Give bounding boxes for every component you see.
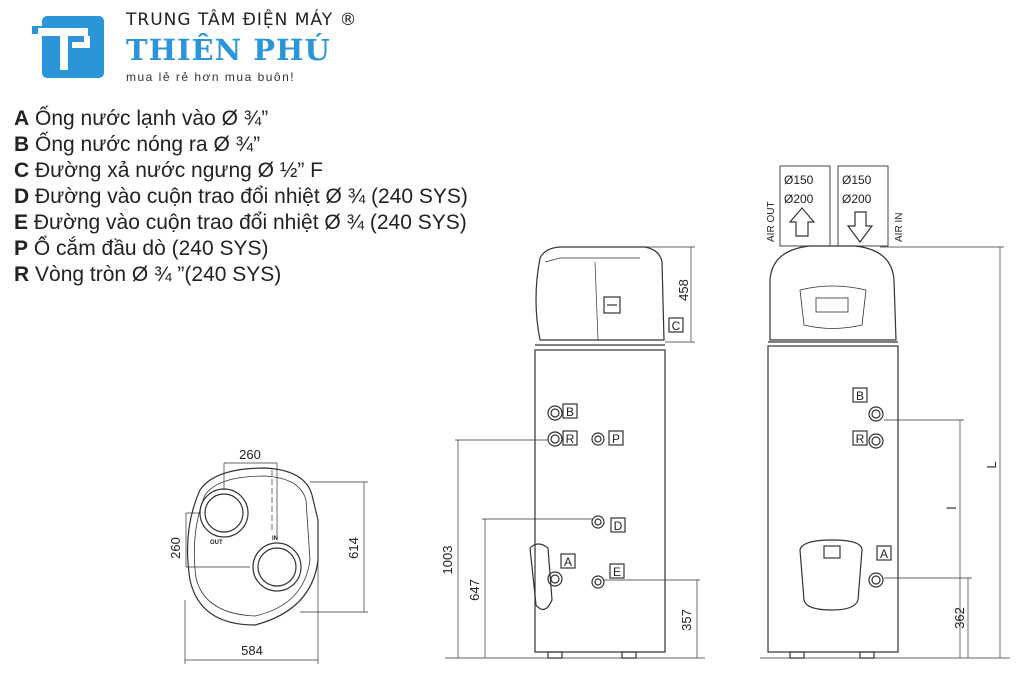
tag-b: B bbox=[856, 389, 864, 403]
tag-p: P bbox=[612, 432, 620, 446]
dim-bottom-584: 584 bbox=[241, 643, 263, 658]
label-air-out: AIR OUT bbox=[766, 201, 777, 242]
side-view bbox=[445, 246, 705, 659]
tag-a: A bbox=[880, 547, 888, 561]
dim-top-260: 260 bbox=[239, 447, 261, 462]
connection-legend: A Ống nước lạnh vào Ø ¾” B Ống nước nóng… bbox=[14, 106, 468, 288]
duct-left-diameter-2: Ø200 bbox=[784, 192, 814, 206]
dim-458: 458 bbox=[676, 279, 691, 301]
tag-b: B bbox=[566, 405, 574, 419]
brand-top-line: TRUNG TÂM ĐIỆN MÁY ® bbox=[126, 10, 358, 30]
legend-item: E Đường vào cuộn trao đổi nhiệt Ø ¾ (240… bbox=[14, 211, 467, 234]
dim-362: 362 bbox=[952, 607, 967, 629]
tag-c: C bbox=[672, 319, 681, 333]
duct-right-diameter-1: Ø150 bbox=[842, 173, 872, 187]
tag-r: R bbox=[856, 432, 865, 446]
legend-item: D Đường vào cuộn trao đổi nhiệt Ø ¾ (240… bbox=[14, 185, 468, 208]
dim-1003: 1003 bbox=[440, 546, 455, 575]
duct-right-diameter-2: Ø200 bbox=[842, 192, 872, 206]
dim-l: l bbox=[944, 506, 959, 509]
brand-name: THIÊN PHÚ bbox=[126, 33, 331, 67]
label-out: OUT bbox=[210, 540, 223, 546]
dim-357: 357 bbox=[679, 609, 694, 631]
label-in: IN bbox=[272, 536, 278, 542]
legend-item: P Ổ cắm đầu dò (240 SYS) bbox=[14, 237, 269, 260]
brand-logo: TRUNG TÂM ĐIỆN MÁY ® THIÊN PHÚ mua lẻ rẻ… bbox=[20, 10, 357, 84]
brand-slogan: mua lẻ rẻ hơn mua buôn! bbox=[126, 70, 296, 84]
legend-item: B Ống nước nóng ra Ø ¾” bbox=[14, 133, 261, 156]
legend-item: C Đường xả nước ngưng Ø ½” F bbox=[14, 159, 324, 182]
dim-L: L bbox=[984, 461, 999, 468]
tag-a: A bbox=[564, 555, 572, 569]
logo-mark-icon bbox=[32, 16, 104, 78]
front-view bbox=[760, 165, 1010, 659]
label-air-in: AIR IN bbox=[894, 213, 905, 242]
dim-right-614: 614 bbox=[346, 537, 361, 559]
dim-647: 647 bbox=[467, 579, 482, 601]
top-view bbox=[184, 462, 368, 664]
tag-e: E bbox=[613, 565, 621, 579]
tag-r: R bbox=[566, 432, 575, 446]
tag-d: D bbox=[614, 519, 623, 533]
dim-left-260: 260 bbox=[168, 537, 183, 559]
legend-item: R Vòng tròn Ø ¾ ”(240 SYS) bbox=[14, 263, 282, 286]
duct-left-diameter-1: Ø150 bbox=[784, 173, 814, 187]
legend-item: A Ống nước lạnh vào Ø ¾” bbox=[14, 107, 269, 130]
